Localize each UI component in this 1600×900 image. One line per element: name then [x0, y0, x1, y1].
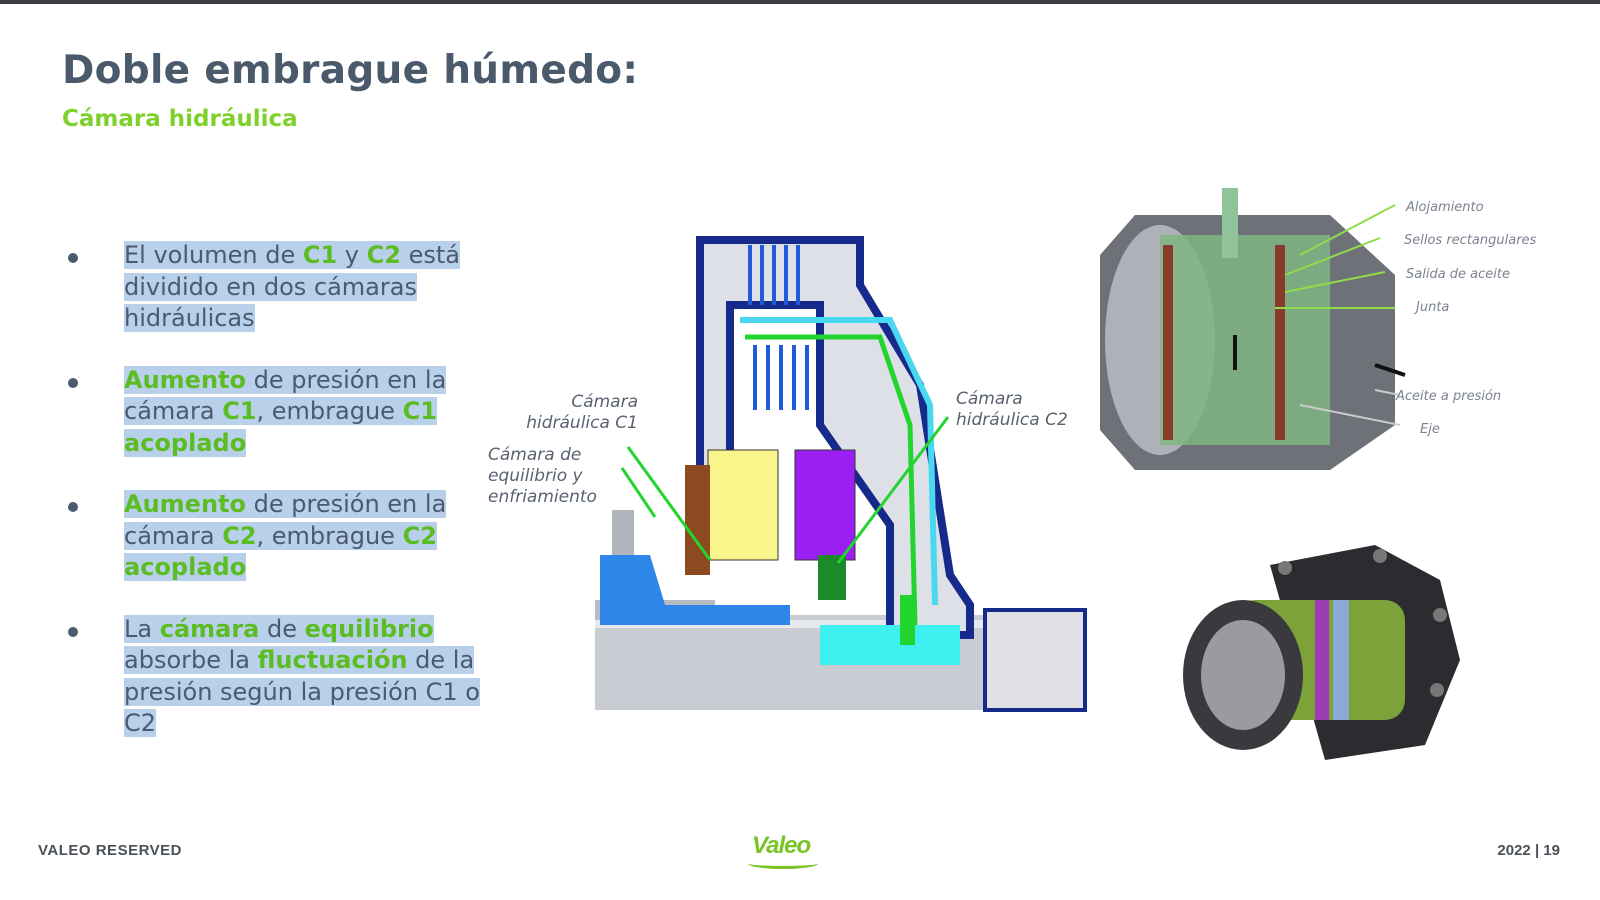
footer-year-page: 2022 | 19 [1497, 842, 1560, 859]
label-salida: Salida de aceite [1406, 267, 1510, 282]
arrow-eq [620, 467, 657, 518]
oil-outlet-pipe [1222, 188, 1238, 258]
bolt-hole [1430, 683, 1444, 697]
chamber-c1-brown [685, 465, 710, 575]
bearing-right [983, 608, 1087, 712]
oil-feed-green [900, 595, 915, 645]
bullet-dot-icon [68, 626, 78, 637]
label-alojamiento: Alojamiento [1406, 200, 1484, 215]
bullet-text: Aumento de presión en la cámara C1, embr… [124, 365, 447, 457]
label-junta: Junta [1416, 300, 1450, 315]
bullet-dot-icon [68, 377, 78, 388]
cylinder-core [1160, 235, 1330, 445]
hub-ring-blue [1333, 600, 1349, 720]
arrow-c2 [836, 416, 950, 564]
seal-left [1163, 245, 1173, 440]
bullet-text: El volumen de C1 y C2 está dividido en d… [124, 241, 460, 332]
seal-right [1275, 245, 1285, 440]
oil-channel-green [745, 334, 918, 626]
hub-bore-inner [1201, 620, 1285, 730]
bullet-item: La cámara de equilibrio absorbe la fluct… [60, 614, 500, 740]
bullet-fragment: absorbe la [124, 646, 258, 674]
bullet-dot-icon [68, 253, 78, 263]
pointer-lines [1275, 204, 1396, 309]
logo-swoosh-icon [748, 858, 818, 869]
plate-pack-upper [748, 245, 800, 305]
keyword-highlight: C1 [302, 241, 338, 269]
label-aceite: Aceite a presión [1396, 389, 1502, 404]
bullet-dot-icon [68, 502, 78, 512]
bullet-fragment: de [259, 614, 305, 643]
arrow-c1 [626, 446, 712, 561]
label-camara-equilibrio: Cámara de equilibrio y enfriamiento [488, 445, 597, 507]
bolt-hole [1433, 608, 1447, 622]
keyword-highlight: C2 [222, 521, 257, 550]
hub-component-illustration [1183, 545, 1460, 760]
plate-pack-lower [753, 345, 809, 410]
keyword-highlight: cámara [159, 614, 260, 643]
keyword-highlight: Aumento [124, 490, 246, 518]
bullet-list: El volumen de C1 y C2 está dividido en d… [60, 240, 500, 770]
keyword-highlight: equilibrio [304, 614, 434, 643]
keyword-highlight: C2 [366, 241, 401, 269]
bullet-fragment: , embrague [256, 521, 403, 550]
bullet-text: Aumento de presión en la cámara C2, embr… [124, 490, 447, 581]
bolt-hole [1373, 549, 1387, 563]
piston-c2 [794, 449, 856, 561]
bullet-fragment: El volumen de [124, 241, 303, 269]
oil-feed-cyan [820, 625, 960, 665]
bullet-item: Aumento de presión en la cámara C2, embr… [60, 489, 500, 584]
keyword-highlight: Aumento [124, 365, 246, 394]
bullet-item: El volumen de C1 y C2 está dividido en d… [60, 240, 500, 335]
hub-ring-purple [1315, 600, 1329, 720]
label-eje: Eje [1420, 422, 1440, 437]
keyword-highlight: C1 [222, 397, 257, 425]
bullet-text: La cámara de equilibrio absorbe la fluct… [124, 614, 480, 737]
bolt-hole [1278, 561, 1292, 575]
bullet-item: Aumento de presión en la cámara C1, embr… [60, 365, 500, 460]
valeo-logo: Valeo [752, 832, 811, 859]
bullet-fragment: y [337, 241, 367, 269]
oil-channel-cyan [740, 317, 938, 606]
keyword-highlight: fluctuación [257, 646, 408, 674]
slide-title: Doble embrague húmedo: [62, 48, 639, 93]
label-sellos: Sellos rectangulares [1404, 233, 1537, 248]
clutch-cross-section-diagram [595, 236, 1087, 712]
bullet-fragment: , embrague [256, 397, 403, 425]
chamber-c2-green [818, 555, 846, 600]
label-camara-c1: Cámara hidráulica C1 [526, 392, 638, 433]
piston-c1 [707, 449, 779, 561]
bullet-fragment: La [124, 614, 160, 643]
pressure-arrow-icon [1374, 363, 1406, 377]
footer-reserved: VALEO RESERVED [38, 842, 182, 859]
cylinder-component-illustration [1100, 188, 1406, 470]
top-border [0, 0, 1600, 4]
pointer-lines-gray [1299, 389, 1401, 426]
slide-subtitle: Cámara hidráulica [62, 106, 298, 132]
shaft-highlight [595, 620, 1085, 628]
label-camara-c2: Cámara hidráulica C2 [956, 389, 1068, 430]
balance-chamber [600, 555, 790, 625]
